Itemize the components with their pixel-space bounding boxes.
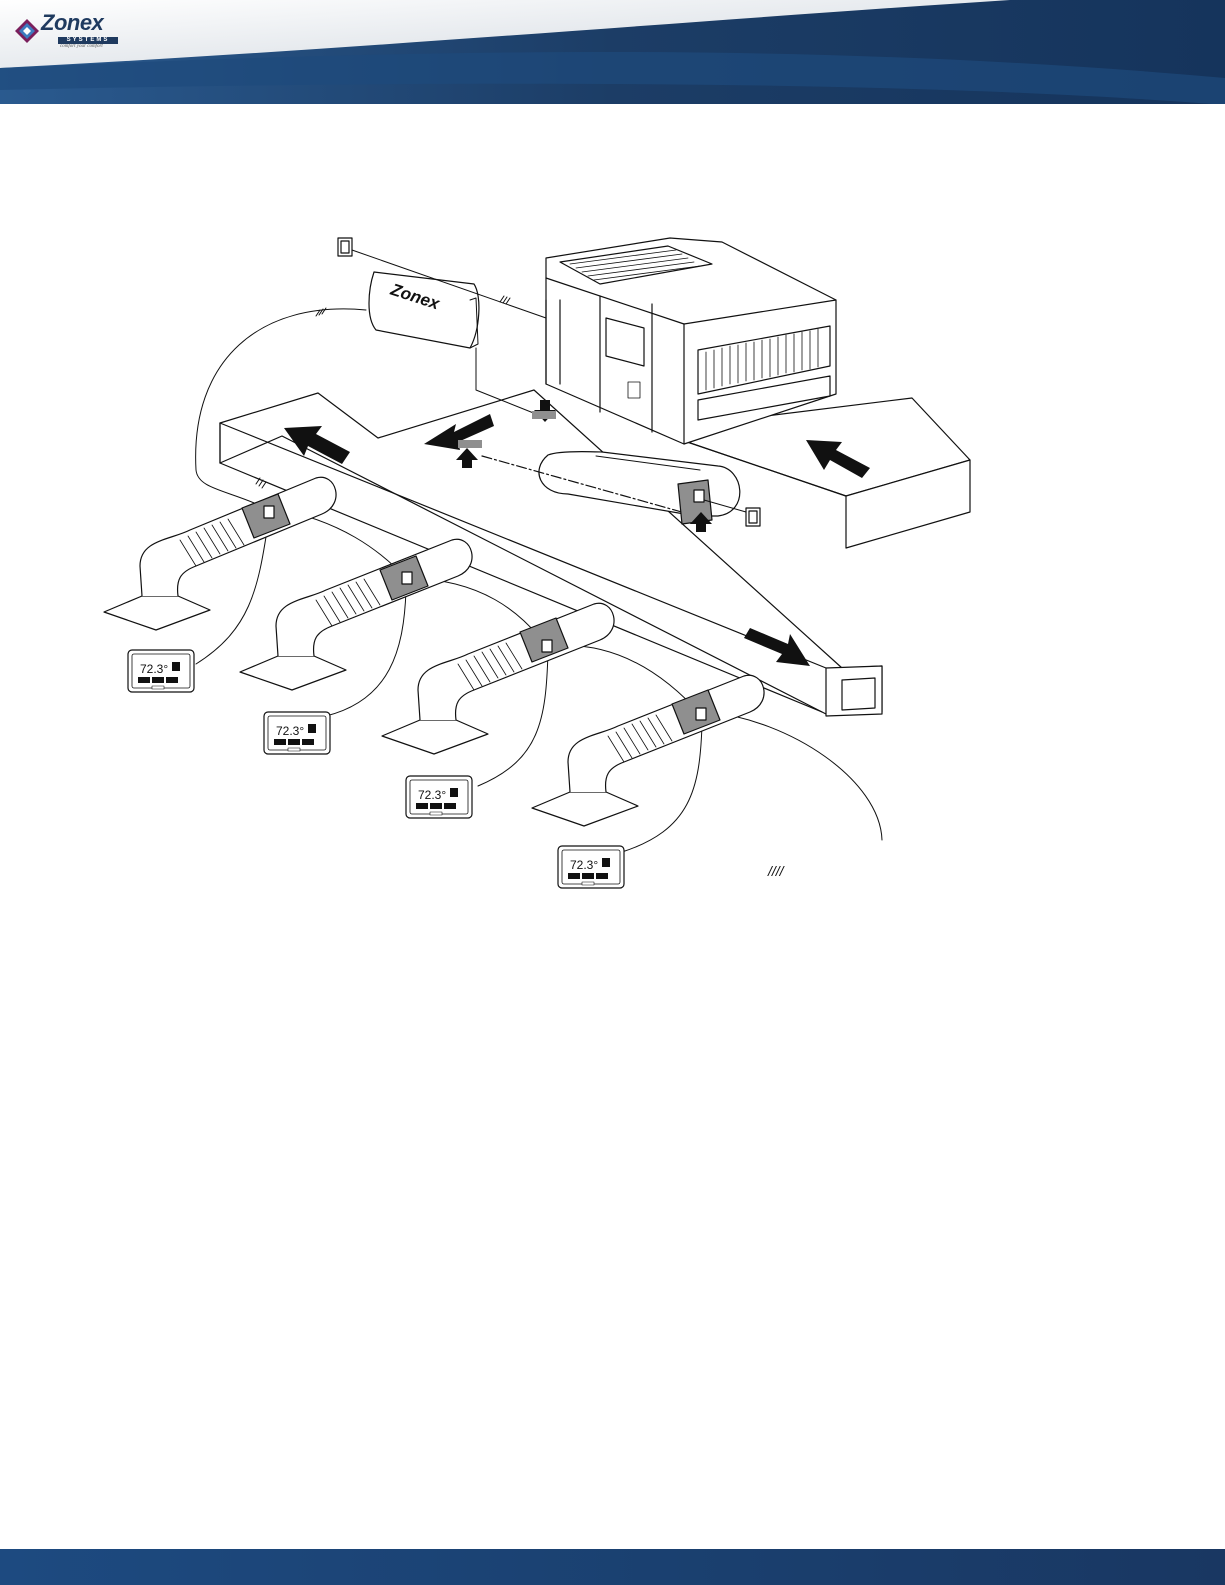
zone-thermostat-4-temp: 72.3° bbox=[570, 858, 598, 872]
diamond-logo-icon bbox=[14, 18, 40, 44]
wire-legend-mark: //// bbox=[767, 863, 786, 879]
zone-branch-3 bbox=[382, 603, 614, 754]
discharge-sensor bbox=[458, 440, 482, 448]
logo-word: Zonex bbox=[41, 10, 103, 36]
zonex-logo[interactable]: Zonex SYSTEMS comfort your comfort bbox=[14, 16, 124, 50]
zone-thermostat-1: 72.3° bbox=[128, 650, 194, 692]
zone-thermostat-1-temp: 72.3° bbox=[140, 662, 168, 676]
wall-sensor-right bbox=[746, 508, 760, 526]
wall-sensor-top bbox=[338, 238, 352, 256]
logo-systems: SYSTEMS bbox=[58, 37, 118, 44]
supply-sensor bbox=[532, 411, 556, 419]
zone-thermostat-3-temp: 72.3° bbox=[418, 788, 446, 802]
header-banner bbox=[0, 0, 1225, 104]
page-header: Zonex SYSTEMS comfort your comfort bbox=[0, 0, 1225, 104]
logo-tagline: comfort your comfort bbox=[60, 44, 103, 49]
zone-thermostat-2-temp: 72.3° bbox=[276, 724, 304, 738]
zone-thermostat-2: 72.3° bbox=[264, 712, 330, 754]
zoning-system-diagram: Zonex bbox=[0, 225, 1225, 915]
zone-thermostat-3: 72.3° bbox=[406, 776, 472, 818]
page-footer-bar bbox=[0, 1549, 1225, 1585]
zone-branch-4 bbox=[532, 675, 764, 826]
zone-thermostat-4: 72.3° bbox=[558, 846, 624, 888]
zonex-controller: Zonex bbox=[369, 272, 479, 348]
